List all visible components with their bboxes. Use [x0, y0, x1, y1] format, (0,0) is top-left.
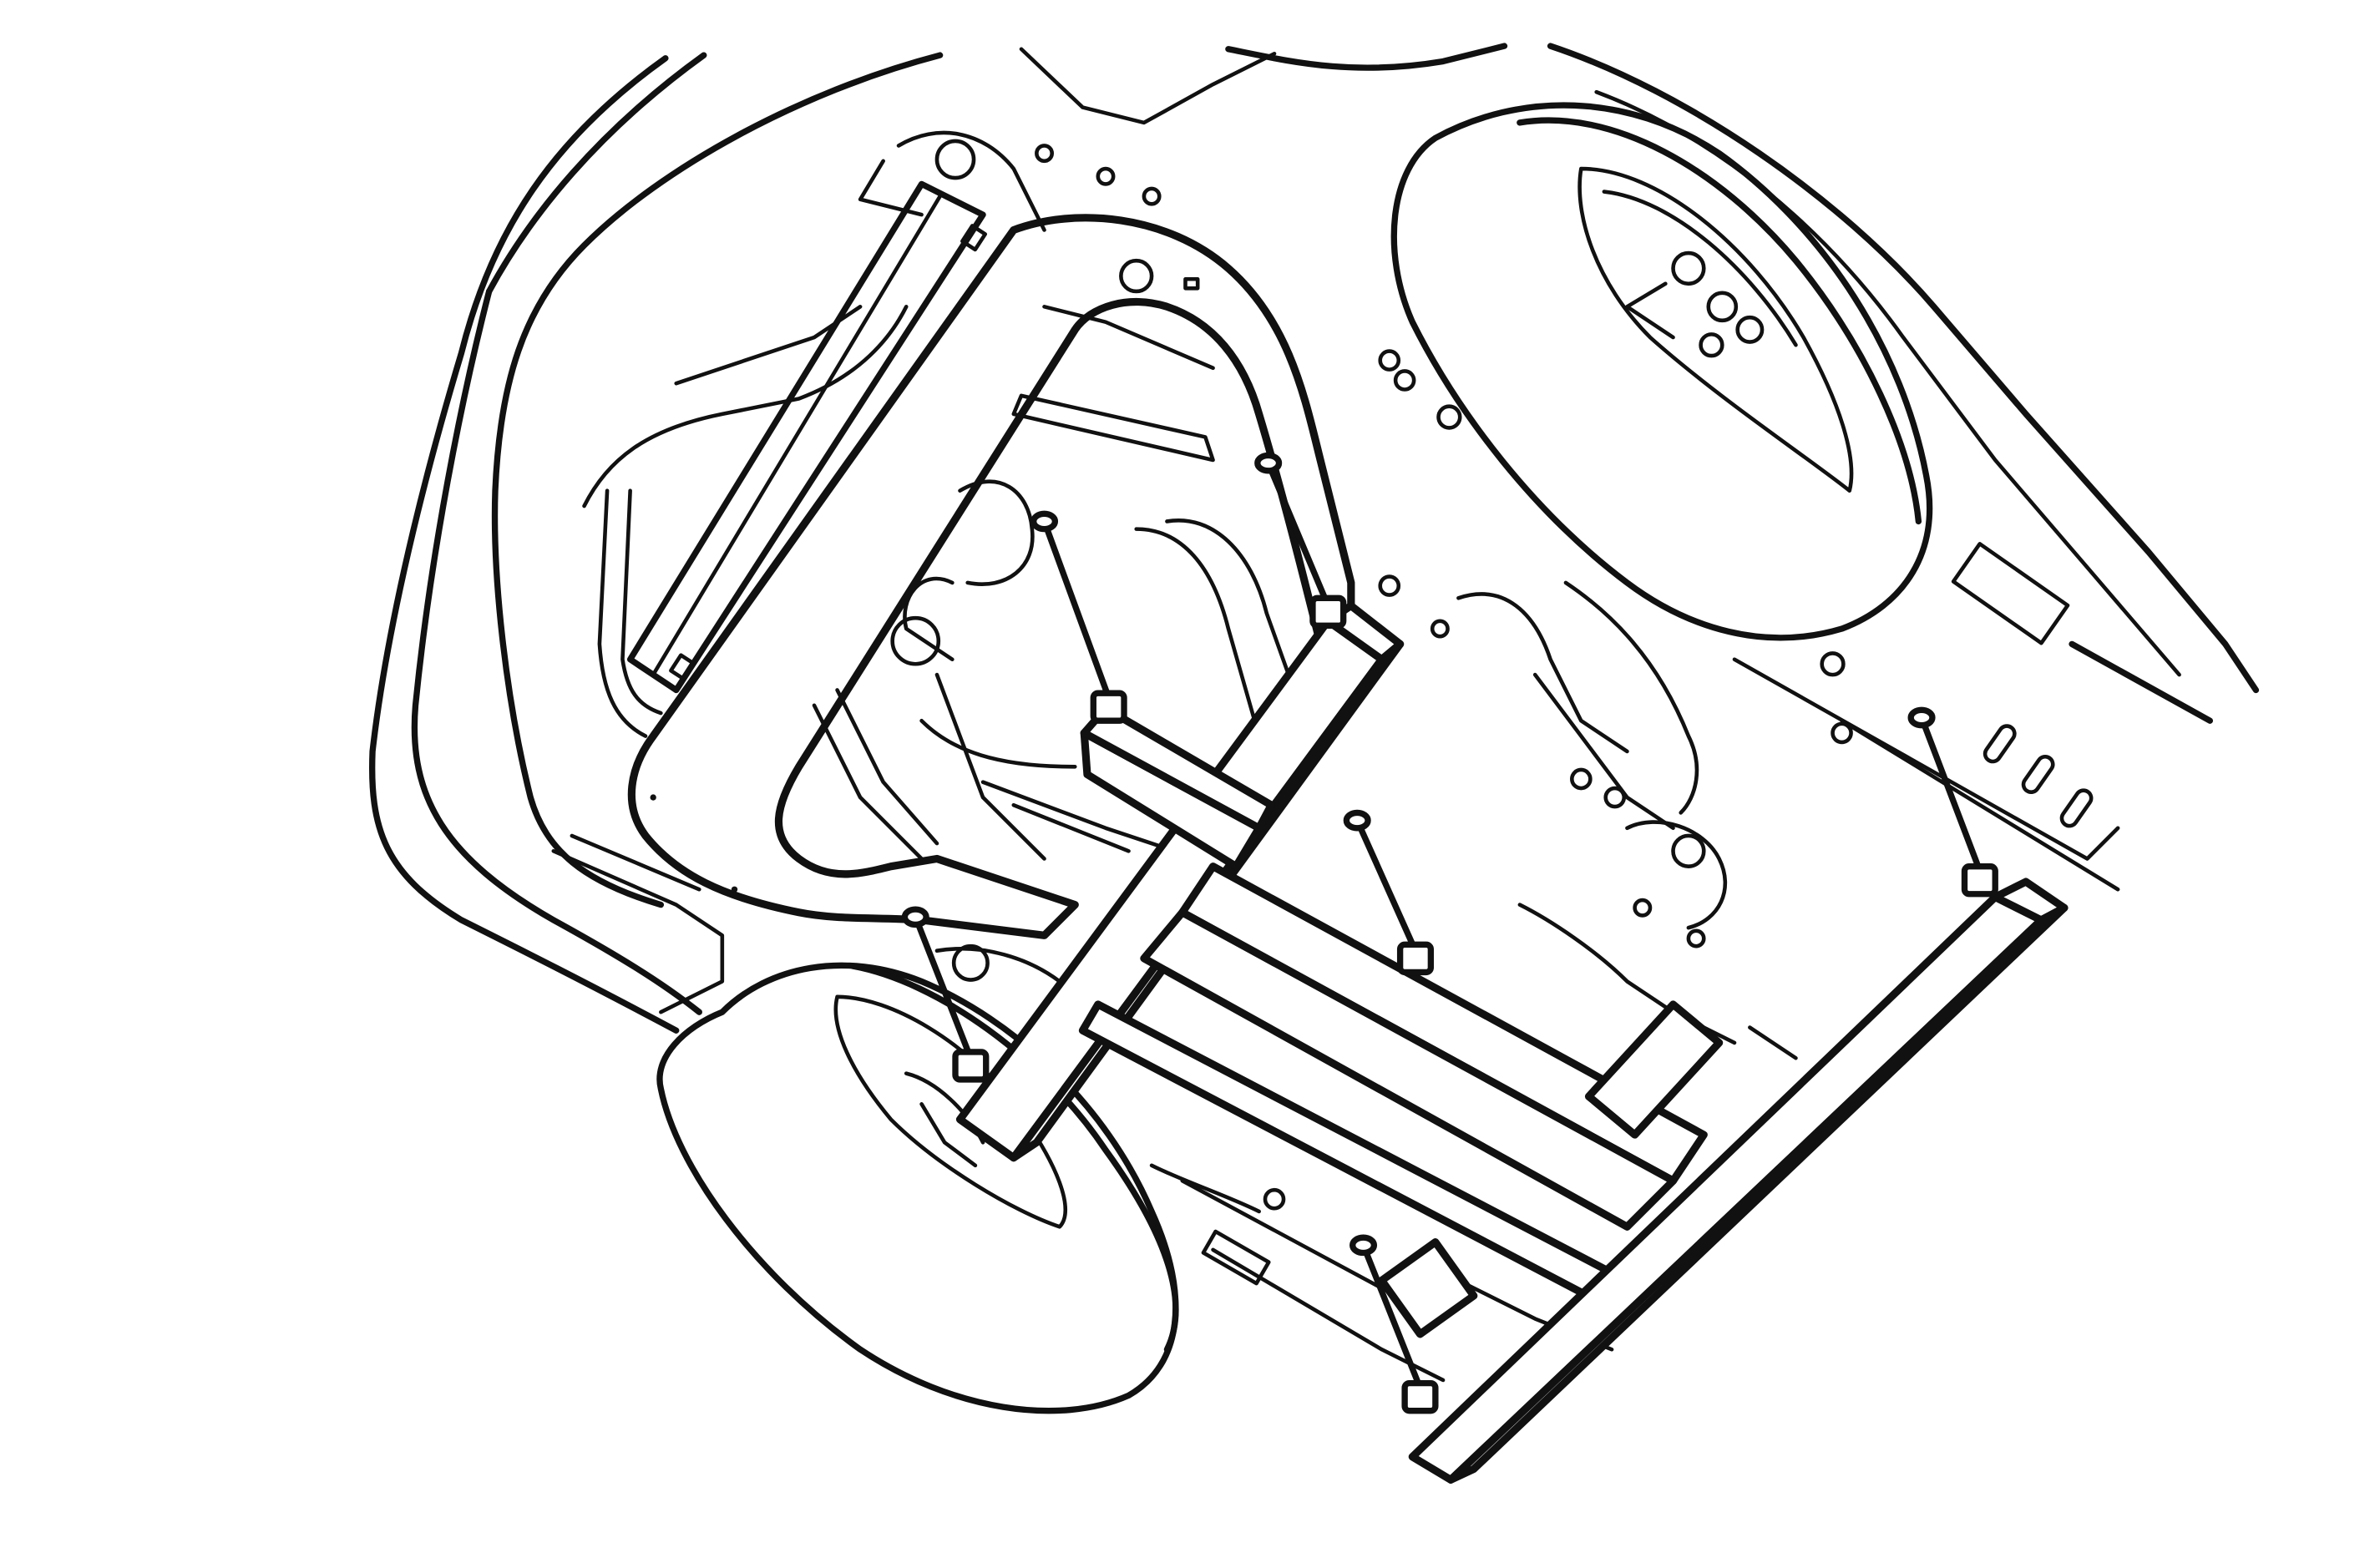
support-post-6	[1350, 1234, 1439, 1414]
side-rail	[626, 180, 988, 694]
vehicle-body-outline	[369, 43, 2260, 1034]
support-post-3	[901, 906, 990, 1083]
support-post-2	[1254, 452, 1347, 630]
lift-frame-rail-right	[1408, 878, 2069, 1484]
support-post-1	[1030, 510, 1127, 724]
fasteners	[1035, 144, 1706, 948]
lift-frame-block-right	[1377, 1000, 1724, 1338]
support-post-5	[1907, 706, 1998, 898]
support-posts	[901, 452, 1998, 1414]
lift-frame-block-left	[1080, 704, 1275, 871]
engine-subframe	[627, 130, 1355, 939]
support-post-4	[1343, 809, 1435, 976]
rear-underbody	[1456, 542, 2120, 1060]
spare-tire	[1390, 102, 1933, 641]
lift-frame-rail-cross	[1078, 862, 1708, 1305]
front-bumper-pan	[551, 305, 909, 1014]
